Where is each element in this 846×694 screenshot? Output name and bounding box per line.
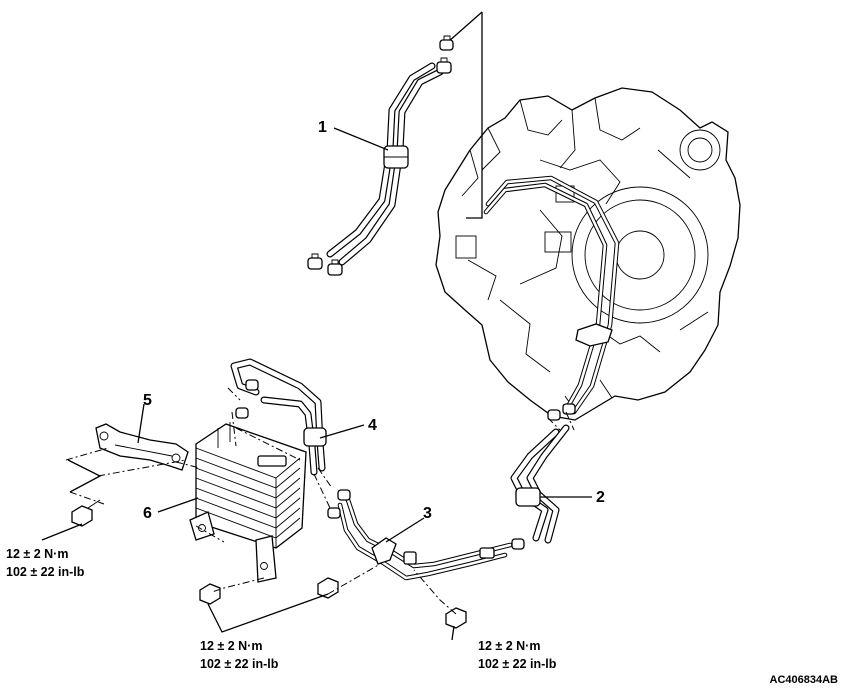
clamp-lower-b	[327, 259, 343, 276]
bolt-bottom-left	[199, 583, 221, 605]
clamp-upper-b	[436, 57, 452, 74]
callout-6: 6	[143, 505, 152, 522]
figure-code: AC406834AB	[770, 674, 839, 686]
clamp-4b	[235, 407, 249, 419]
clamp-4d	[327, 507, 341, 519]
bracket-5	[95, 423, 189, 471]
hose-4	[230, 358, 327, 476]
hose-2	[510, 424, 570, 544]
bolt-bottom-right	[445, 607, 467, 629]
callout-2: 2	[596, 489, 605, 506]
hose-1	[326, 62, 444, 266]
clamp-2a	[547, 409, 561, 421]
clamp-lower-a	[307, 253, 323, 270]
callout-3: 3	[423, 505, 432, 522]
oil-cooler-6	[189, 422, 307, 583]
torque-spec-2-imperial: 102 ± 22 in-lb	[200, 657, 279, 671]
clamp-upper-a	[439, 35, 454, 51]
tube-3	[337, 497, 513, 581]
clamp-4a	[245, 379, 259, 391]
bolt-left	[71, 499, 101, 527]
torque-spec-1-metric: 12 ± 2 N·m	[6, 547, 68, 561]
transaxle-assembly	[435, 87, 741, 421]
torque-spec-3-metric: 12 ± 2 N·m	[478, 639, 540, 653]
torque-spec-2-metric: 12 ± 2 N·m	[200, 639, 262, 653]
clamp-2b	[562, 403, 576, 415]
clamp-4c	[337, 489, 351, 501]
callout-5: 5	[143, 392, 152, 409]
torque-spec-3-imperial: 102 ± 22 in-lb	[478, 657, 557, 671]
torque-spec-1-imperial: 102 ± 22 in-lb	[6, 565, 85, 579]
callout-1: 1	[318, 119, 327, 136]
clamp-2c	[511, 538, 525, 550]
bolt-bottom-mid	[317, 577, 339, 599]
callout-4: 4	[368, 417, 377, 434]
